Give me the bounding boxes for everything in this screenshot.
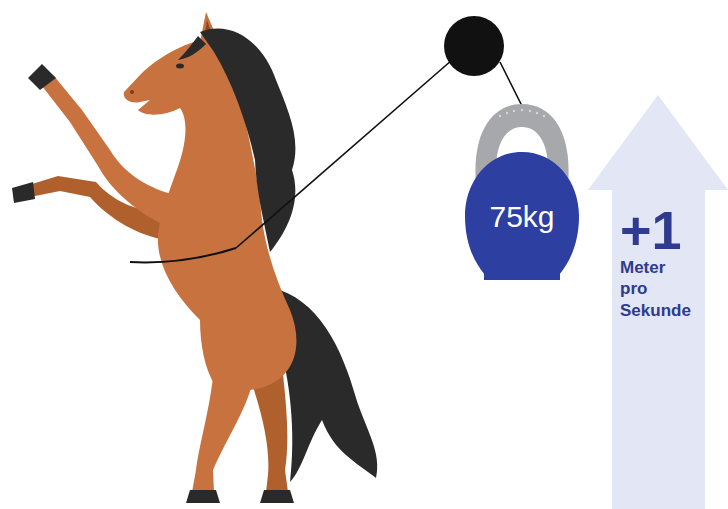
speed-value: +1 bbox=[620, 203, 682, 257]
horse-hoof bbox=[186, 490, 220, 503]
speed-unit: Meter pro Sekunde bbox=[620, 257, 691, 321]
kettle-shape bbox=[465, 152, 579, 280]
horse-mane bbox=[200, 29, 295, 252]
kettlebell-marks bbox=[499, 109, 545, 117]
horse-leg bbox=[192, 368, 252, 492]
horse-leg bbox=[42, 76, 172, 226]
horse-hoof bbox=[12, 182, 35, 203]
weight-label: 75kg bbox=[489, 200, 554, 233]
horse-forelock bbox=[178, 36, 206, 60]
speed-arrow: +1Meter pro Sekunde bbox=[588, 95, 728, 509]
horse-hoof bbox=[260, 490, 294, 503]
arrow-shape bbox=[588, 95, 728, 509]
horse-hoof bbox=[28, 64, 56, 90]
horse-eye bbox=[176, 64, 184, 69]
rope bbox=[236, 60, 452, 248]
rope bbox=[130, 248, 236, 262]
pulley bbox=[444, 16, 504, 76]
horse-nostril bbox=[130, 90, 134, 94]
kettlebell-body: 75kg bbox=[465, 152, 579, 280]
